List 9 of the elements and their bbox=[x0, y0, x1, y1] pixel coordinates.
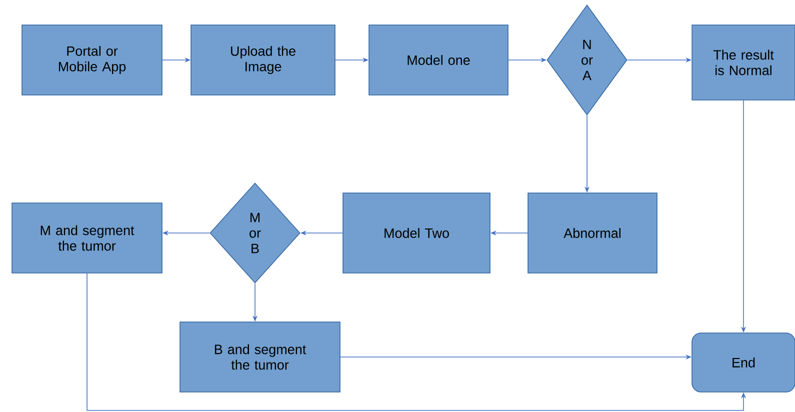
process-box: Model one bbox=[368, 24, 508, 96]
process-box: Portal or Mobile App bbox=[22, 24, 162, 96]
process-box: M and segment the tumor bbox=[12, 202, 162, 274]
process-box: Model Two bbox=[342, 192, 490, 274]
process-box: B and segment the tumor bbox=[180, 322, 340, 392]
process-box: Abnormal bbox=[528, 192, 658, 274]
terminal-box: End bbox=[692, 332, 795, 392]
process-box: Upload the Image bbox=[190, 24, 336, 96]
process-box: The result is Normal bbox=[692, 24, 795, 100]
